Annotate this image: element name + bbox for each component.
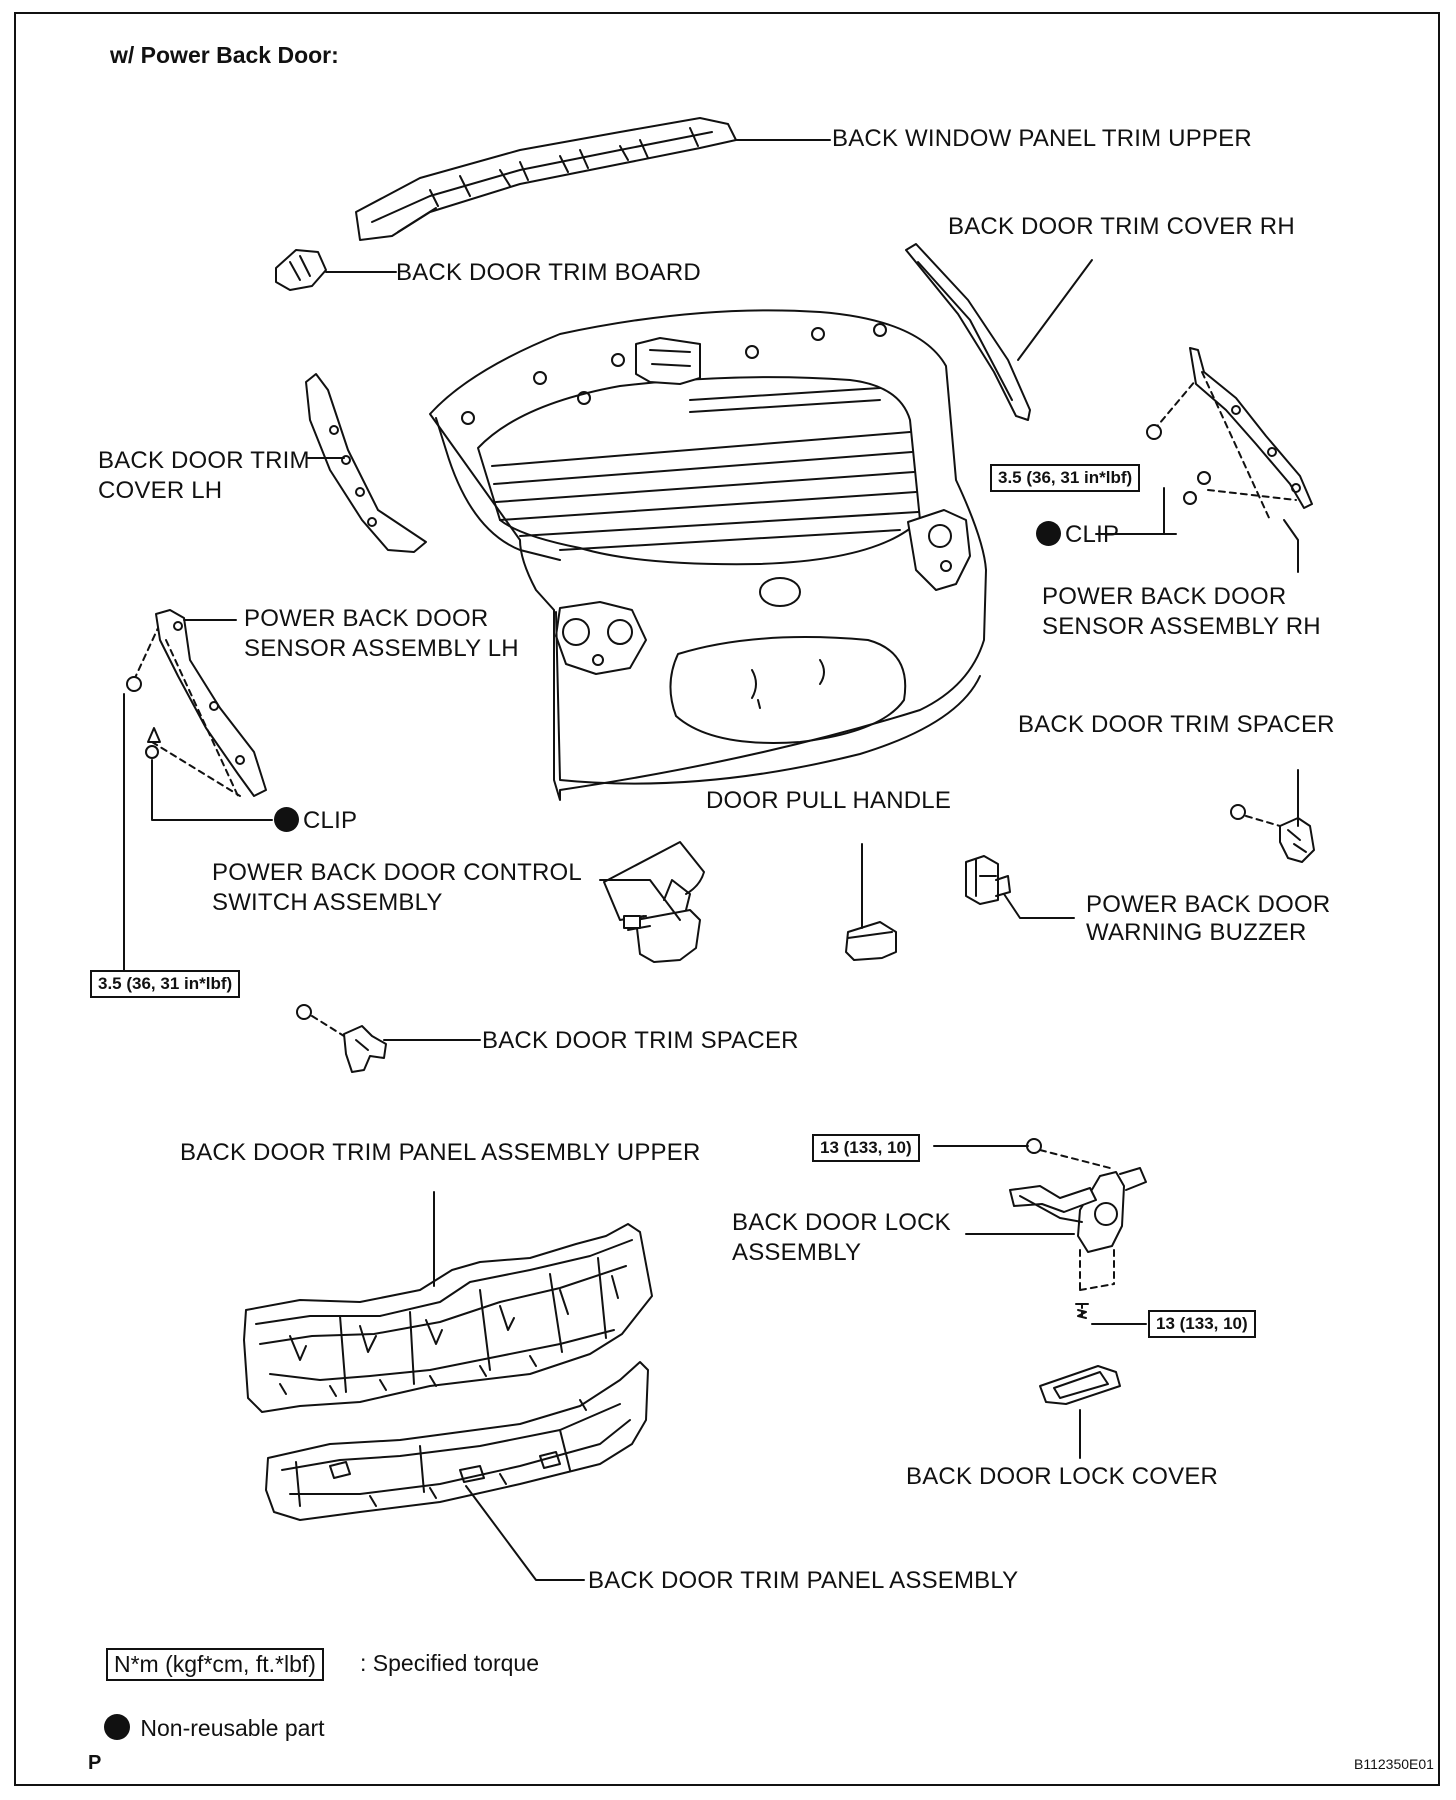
label-control-switch-line1: POWER BACK DOOR CONTROL: [212, 859, 582, 886]
back-door-trim-cover-rh: [905, 243, 1031, 421]
figure-code: B112350E01: [1354, 1756, 1434, 1772]
label-back-door-trim-cover-rh: BACK DOOR TRIM COVER RH: [948, 213, 1295, 240]
label-back-door-trim-cover-lh-line1: BACK DOOR TRIM: [98, 447, 310, 474]
door-pull-handle: [845, 921, 897, 961]
footer-left-mark: P: [88, 1752, 102, 1774]
back-door-lock-cover: [1039, 1365, 1121, 1405]
label-sensor-rh-line1: POWER BACK DOOR: [1042, 583, 1287, 610]
torque-badge-lock-top: 13 (133, 10): [812, 1134, 920, 1162]
back-door-trim-spacer-rh: [1230, 804, 1315, 863]
power-back-door-sensor-lh: [126, 609, 267, 797]
legend-nonreusable: Non-reusable part: [104, 1714, 325, 1742]
power-back-door-sensor-rh: [1146, 347, 1313, 521]
label-lock-assembly-line2: ASSEMBLY: [732, 1239, 862, 1266]
power-back-door-control-switch: [603, 841, 705, 963]
legend-nonreusable-text: Non-reusable part: [140, 1715, 325, 1741]
label-sensor-rh-line2: SENSOR ASSEMBLY RH: [1042, 613, 1321, 640]
back-door-trim-board: [275, 249, 327, 291]
label-door-pull-handle: DOOR PULL HANDLE: [706, 787, 952, 814]
label-control-switch-line2: SWITCH ASSEMBLY: [212, 889, 443, 916]
label-trim-panel-upper: BACK DOOR TRIM PANEL ASSEMBLY UPPER: [180, 1139, 701, 1166]
label-warning-buzzer-line2: WARNING BUZZER: [1086, 919, 1307, 946]
back-door-trim-panel-upper: [243, 1223, 653, 1413]
back-door-trim-cover-lh: [305, 373, 427, 553]
label-warning-buzzer-line1: POWER BACK DOOR: [1086, 891, 1331, 918]
leader-lines: [123, 139, 1299, 1581]
legend-torque-text: : Specified torque: [360, 1650, 540, 1676]
back-window-panel-trim-upper: [355, 117, 737, 241]
non-reusable-dot-icon: [104, 1714, 130, 1740]
label-back-door-trim-panel: BACK DOOR TRIM PANEL ASSEMBLY: [588, 1567, 1019, 1594]
label-lock-assembly-line1: BACK DOOR LOCK: [732, 1209, 951, 1236]
label-back-door-trim-board: BACK DOOR TRIM BOARD: [396, 259, 701, 286]
back-door-trim-spacer-lh: [296, 1004, 387, 1073]
legend-torque-box: N*m (kgf*cm, ft.*lbf): [106, 1648, 324, 1681]
power-back-door-warning-buzzer: [965, 855, 1011, 905]
label-back-door-lock-cover: BACK DOOR LOCK COVER: [906, 1463, 1219, 1490]
non-reusable-dot-icon: [274, 807, 299, 832]
diagram-frame: [14, 12, 1440, 1786]
torque-badge-sensor-lh: 3.5 (36, 31 in*lbf): [90, 970, 241, 998]
diagram-header: w/ Power Back Door:: [110, 42, 339, 68]
clip-lh-text: CLIP: [303, 807, 358, 834]
label-back-window-panel-trim-upper: BACK WINDOW PANEL TRIM UPPER: [832, 125, 1252, 152]
torque-badge-lock-bottom: 13 (133, 10): [1148, 1310, 1256, 1338]
label-sensor-lh-line2: SENSOR ASSEMBLY LH: [244, 635, 519, 662]
label-back-door-trim-spacer-rh: BACK DOOR TRIM SPACER: [1018, 711, 1335, 738]
torque-badge-sensor-rh: 3.5 (36, 31 in*lbf): [990, 464, 1141, 492]
label-clip-rh: CLIP: [1036, 520, 1119, 549]
label-clip-lh: CLIP: [274, 806, 357, 835]
back-door-panel: [429, 309, 987, 801]
back-door-lock-assembly: [1009, 1138, 1147, 1319]
clip-rh-text: CLIP: [1065, 521, 1120, 548]
label-back-door-trim-spacer-lh: BACK DOOR TRIM SPACER: [482, 1027, 799, 1054]
back-door-trim-panel: [265, 1361, 649, 1521]
label-back-door-trim-cover-lh-line2: COVER LH: [98, 477, 223, 504]
non-reusable-dot-icon: [1036, 521, 1061, 546]
label-sensor-lh-line1: POWER BACK DOOR: [244, 605, 489, 632]
